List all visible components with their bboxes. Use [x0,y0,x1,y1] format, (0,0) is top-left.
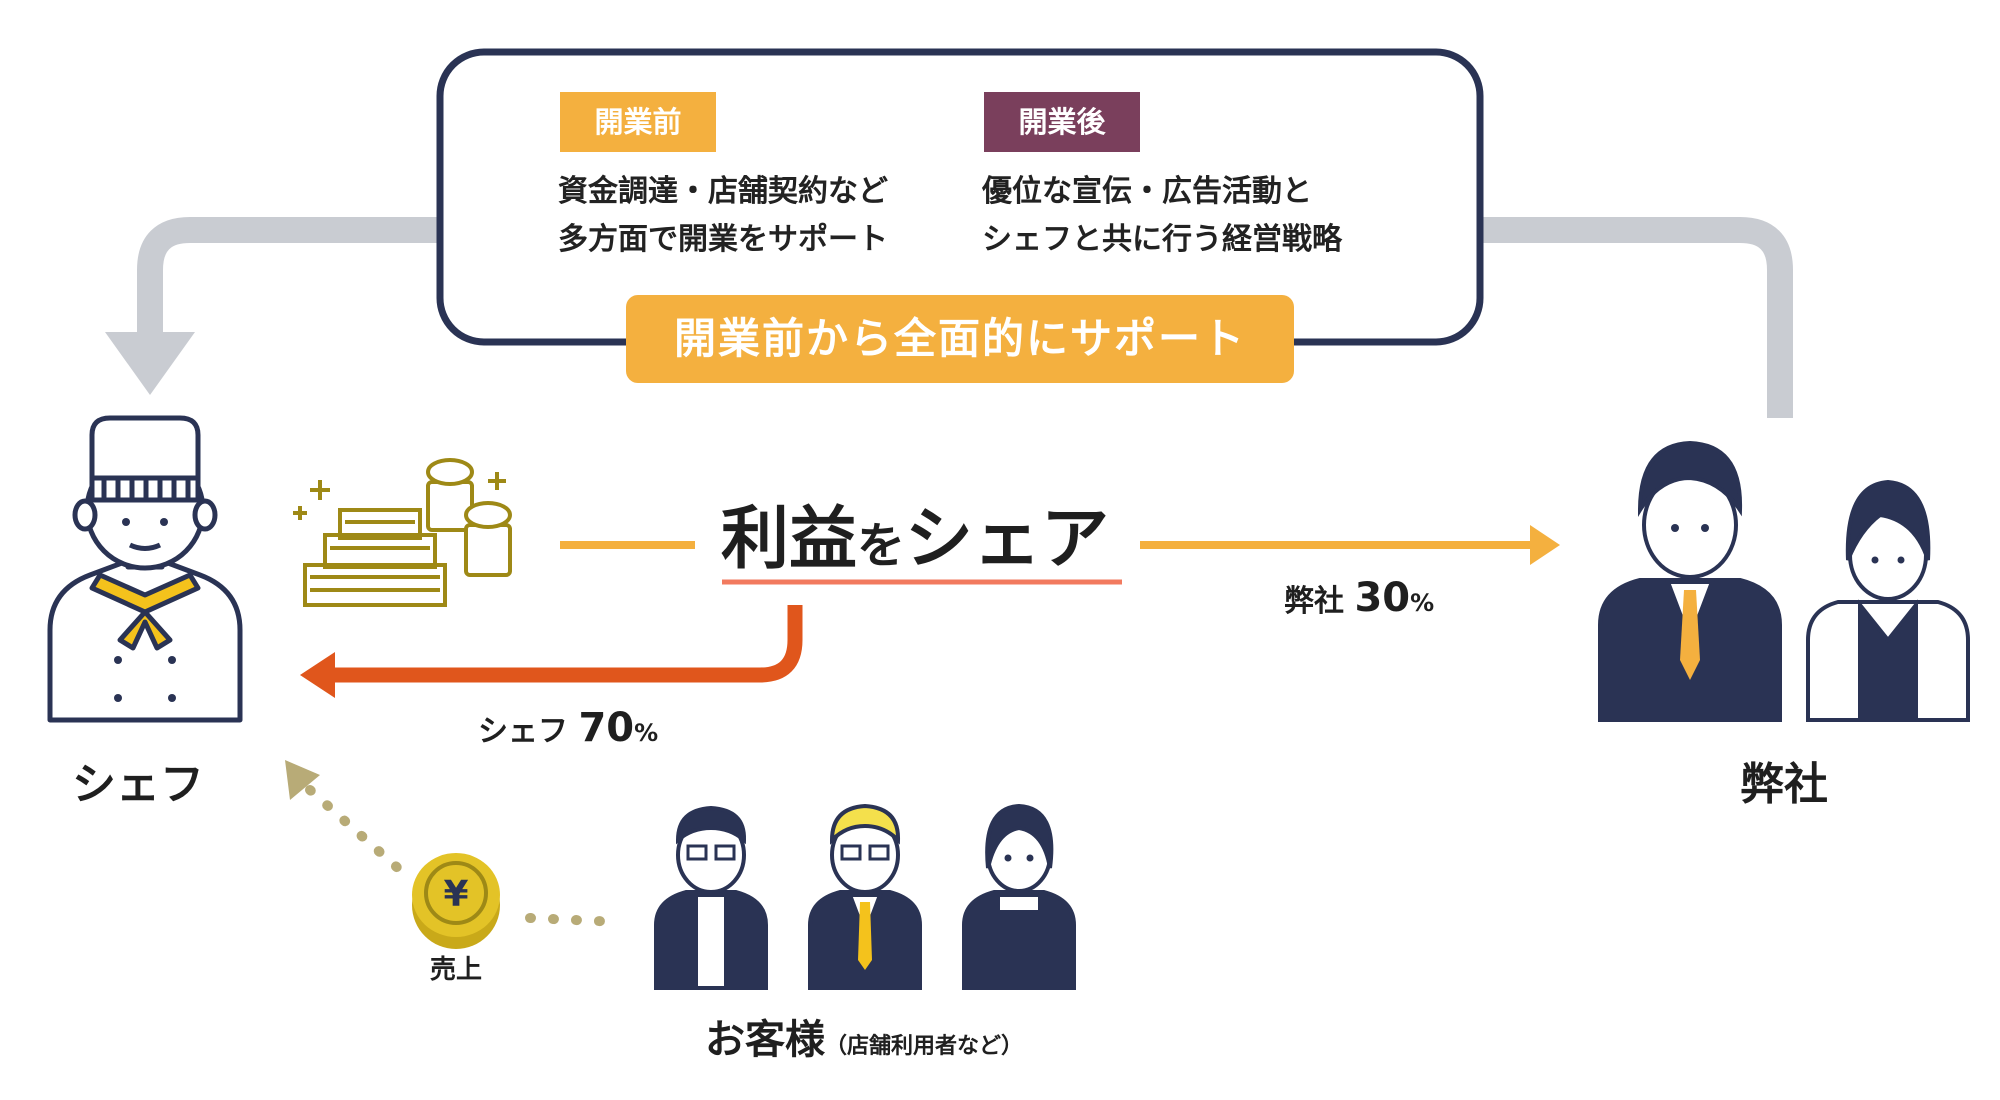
before-opening-description: 資金調達・店舗契約など 多方面で開業をサポート [558,168,918,264]
after-opening-line-1: 優位な宣伝・広告活動と [982,174,1312,209]
profit-share-rest: シェア [905,500,1110,579]
before-opening-line-2: 多方面で開業をサポート [558,222,888,257]
support-flow-arrow [137,217,1793,418]
yen-coin-icon: ¥ [412,853,500,949]
svg-text:¥: ¥ [443,874,468,915]
company-label: 弊社 [1740,759,1828,810]
profit-share-main: 利益 [720,500,857,579]
sales-dotted-path-1 [305,785,405,875]
chef-share-label: シェフ 70% [478,700,658,761]
profit-share-particle: を [856,518,905,574]
after-opening-line-2: シェフと共に行う経営戦略 [982,222,1342,257]
after-opening-tag: 開業後 [984,92,1140,152]
company-share-unit: % [1410,589,1435,617]
customer-illustration [654,803,1076,990]
full-support-banner: 開業前から全面的にサポート [626,295,1294,383]
chef-label: シェフ [72,759,204,810]
company-illustration [1598,440,1970,722]
customers-main-label: お客様 [705,1017,825,1063]
profit-share-title: 利益をシェア [700,495,1130,591]
company-share-value: 30 [1354,575,1411,621]
before-opening-tag: 開業前 [560,92,716,152]
after-opening-description: 優位な宣伝・広告活動と シェフと共に行う経営戦略 [982,168,1402,264]
company-share-label: 弊社 30% [1284,570,1434,631]
chef-share-value: 70 [578,705,635,751]
chef-share-arrow [330,605,803,683]
customers-sub-label: （店舗利用者など） [825,1034,1024,1059]
customers-label: お客様（店舗利用者など） [705,1010,1023,1078]
sales-dotted-path-2 [525,913,625,927]
before-opening-line-1: 資金調達・店舗契約など [558,174,888,209]
sales-label: 売上 [430,955,483,985]
chef-illustration [47,415,243,723]
money-stack-icon [293,458,512,607]
chef-share-text: シェフ [478,714,579,749]
company-share-text: 弊社 [1284,584,1355,619]
chef-arrowhead [300,652,335,698]
chef-share-unit: % [634,719,659,747]
company-arrowhead [1530,525,1560,565]
support-flow-arrowhead [105,332,195,395]
sales-arrowhead [285,760,320,800]
